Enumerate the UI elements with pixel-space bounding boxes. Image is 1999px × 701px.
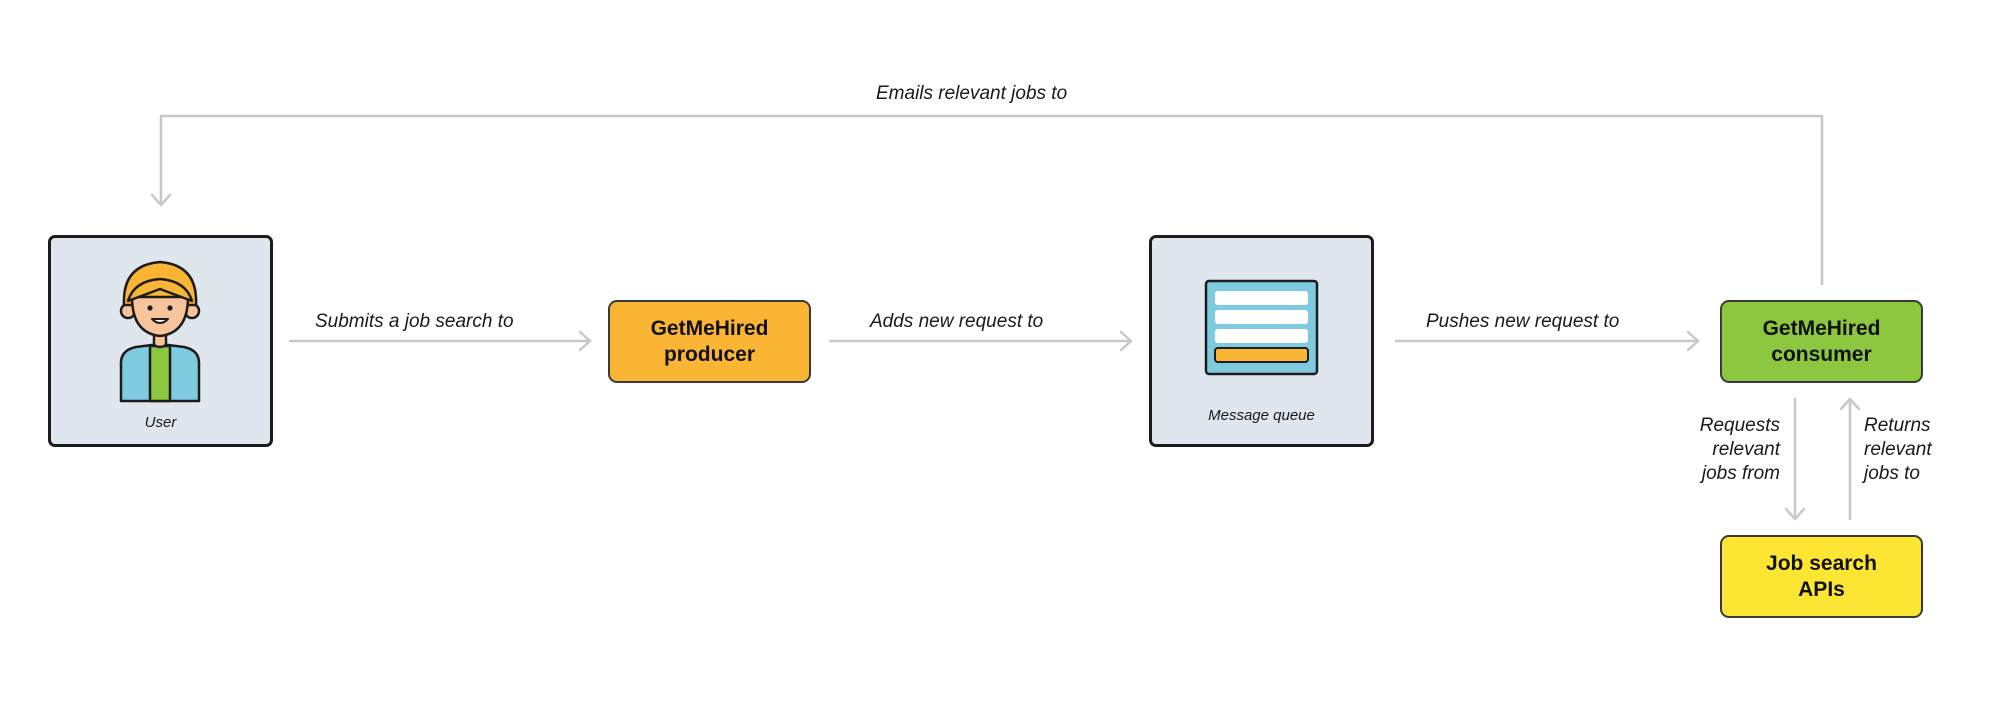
edge-user-to-producer-arrowhead <box>578 330 592 352</box>
producer-node: GetMeHired producer <box>608 300 811 383</box>
edge-consumer-to-user-arrowhead <box>150 193 172 207</box>
message-queue-icon <box>1204 279 1319 376</box>
edge-producer-to-queue-arrowhead <box>1119 330 1133 352</box>
producer-label: GetMeHired producer <box>650 316 769 366</box>
edge-consumer-to-apis-arrowhead <box>1784 507 1806 521</box>
job-search-apis-node: Job search APIs <box>1720 535 1923 618</box>
edge-label-apis-to-consumer: Returns relevant jobs to <box>1864 415 1932 484</box>
job-search-apis-label: Job search APIs <box>1766 551 1877 601</box>
edge-label-queue-to-consumer: Pushes new request to <box>1426 311 1620 332</box>
edge-queue-to-consumer-arrowhead <box>1686 330 1700 352</box>
message-queue-node: Message queue <box>1149 235 1374 447</box>
edge-label-user-to-producer: Submits a job search to <box>315 311 514 332</box>
consumer-node: GetMeHired consumer <box>1720 300 1923 383</box>
edge-consumer-to-user-line <box>159 114 1824 286</box>
edge-apis-to-consumer-arrowhead <box>1839 397 1861 411</box>
user-avatar-icon <box>119 260 201 403</box>
user-caption: User <box>144 414 177 431</box>
edge-label-consumer-to-user: Emails relevant jobs to <box>876 83 1068 104</box>
message-queue-caption: Message queue <box>1208 407 1315 424</box>
consumer-label: GetMeHired consumer <box>1762 316 1881 366</box>
user-node: User <box>48 235 273 447</box>
edge-label-consumer-to-apis: Requests relevant jobs from <box>1699 415 1780 484</box>
edge-label-producer-to-queue: Adds new request to <box>870 311 1044 332</box>
